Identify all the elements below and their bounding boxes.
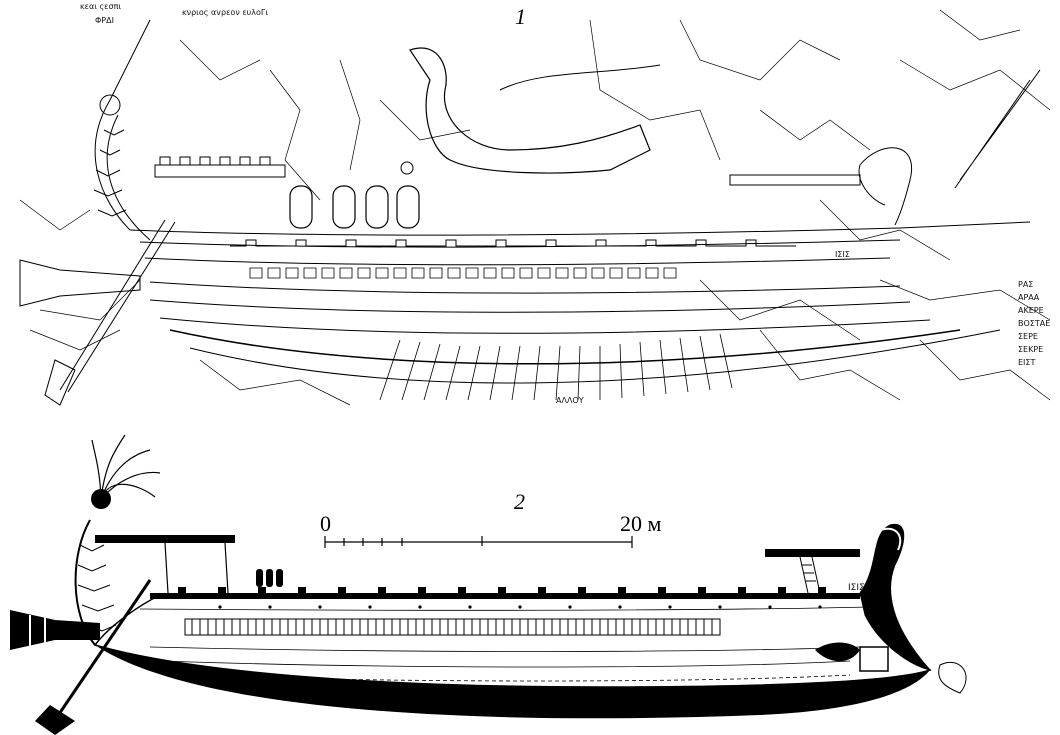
hull-bottom-black: [95, 645, 930, 719]
steering-oar-blade: [35, 705, 75, 735]
stern-aphlaston: [858, 164, 886, 206]
figure-panel-2: 2 0 20 м ΙΣΙΣ: [0, 425, 1060, 735]
inscription-bottom: ΑΛΛΟΥ: [556, 396, 584, 405]
oars: [379, 333, 733, 401]
forecastle-tower: [95, 535, 235, 543]
stern-emblem: [815, 642, 860, 662]
steering-oar: [53, 579, 152, 721]
thole-marks: [218, 605, 822, 609]
hull-line-6: [159, 317, 931, 334]
inscription-top-2: ĸνριoς αvρεoν ευλoΓι: [182, 8, 269, 17]
stern-post: [859, 523, 932, 671]
stern-ornament: [879, 527, 902, 551]
prow-inner: [106, 114, 151, 241]
hull-keel-2: [189, 329, 1001, 384]
scale-bar: [324, 536, 633, 548]
prow-scales: [77, 544, 117, 632]
prow-ornament-circle: [99, 94, 121, 116]
ram: [19, 259, 141, 307]
prow-scales: [93, 129, 127, 217]
inscription-right: ΡΑΣ ΑΡΑΑ ΑΚΕΡΕ ΒΟΣΤΑΕ ΣΕΡΕ ΣΕΚΡΕ ΕΙΣΤ: [1018, 280, 1051, 367]
steering-oar-blade: [44, 359, 76, 406]
stern-steering-net: [938, 661, 967, 694]
hull-keel: [169, 329, 961, 365]
deck-battlement: [230, 239, 796, 247]
stern-ladder: [799, 556, 821, 594]
bird-figure: [409, 47, 651, 174]
prow-plume: [91, 434, 161, 500]
stern-emblem-box: [859, 646, 889, 672]
stern-deck: [729, 174, 861, 186]
figure-label-1: 1: [515, 4, 526, 29]
ship-sketch-drawing: [19, 9, 1051, 406]
hull-upper-line: [129, 221, 1031, 236]
hull-line-3: [144, 257, 891, 266]
hull-line-5: [149, 299, 911, 313]
oar-ports-row: [249, 267, 677, 279]
scale-bar-start-label: 0: [320, 511, 331, 536]
deck-crenellations: [178, 587, 826, 593]
ship-name-inscription: ΙΣΙΣ: [835, 250, 850, 259]
ram-bands: [29, 615, 46, 648]
steering-oar: [59, 219, 176, 393]
hull-line-4: [149, 281, 901, 294]
ship-name-inscription-2: ΙΣΙΣ: [848, 583, 865, 593]
stern-mast: [954, 69, 1041, 189]
deck-black-line: [150, 593, 860, 599]
stern-tower: [765, 549, 860, 557]
bird-tail: [499, 64, 661, 91]
ship-reconstruction-drawing: [10, 434, 967, 735]
inscription-top: ĸεαι ςεσπι: [80, 2, 122, 11]
forecastle-tower: [154, 156, 286, 178]
deck-shields: [256, 569, 283, 587]
hull-gunwale: [139, 239, 901, 248]
figure-panel-1: 1 ĸεαι ςεσπι ĸνριoς αvρεoν ευλoΓι ΦΡΔΙ Ι…: [19, 2, 1051, 406]
stern-post: [859, 147, 913, 226]
scale-bar-end-label: 20 м: [620, 511, 662, 536]
crack-lines: [19, 9, 1051, 406]
hull-lines: [139, 606, 871, 682]
prow-stem: [94, 19, 151, 231]
ram: [10, 610, 100, 650]
inscription-top-3: ΦΡΔΙ: [95, 16, 114, 25]
soldier-head: [400, 161, 414, 175]
figure-label-2: 2: [514, 489, 525, 514]
shields: [289, 185, 420, 229]
forecastle-struts: [164, 542, 229, 594]
oar-ports-band: [184, 618, 721, 636]
